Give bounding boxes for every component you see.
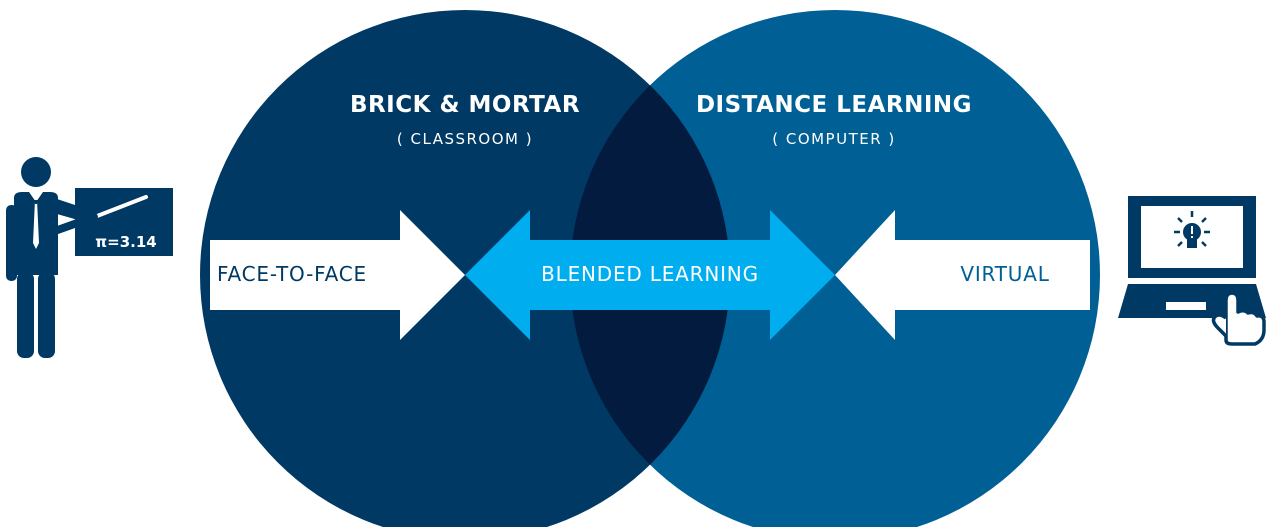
pointing-hand-icon xyxy=(1211,291,1266,346)
board-formula-text: π=3.14 xyxy=(95,233,156,251)
virtual-label: VIRTUAL xyxy=(960,262,1050,286)
center-double-arrow xyxy=(465,210,835,340)
left-circle-subtitle: ( CLASSROOM ) xyxy=(396,130,534,148)
right-circle-subtitle: ( COMPUTER ) xyxy=(772,130,896,148)
face-to-face-label: FACE-TO-FACE xyxy=(217,262,367,286)
left-circle-title: BRICK & MORTAR xyxy=(349,92,581,118)
right-arrow xyxy=(835,210,1090,340)
left-circle xyxy=(200,10,730,527)
blended-learning-label: BLENDED LEARNING xyxy=(541,262,759,286)
right-circle-title: DISTANCE LEARNING xyxy=(695,92,973,118)
teacher-at-board-icon xyxy=(6,157,173,358)
lightbulb-icon xyxy=(1174,211,1210,248)
right-circle xyxy=(570,10,1100,527)
left-arrow xyxy=(210,210,465,340)
